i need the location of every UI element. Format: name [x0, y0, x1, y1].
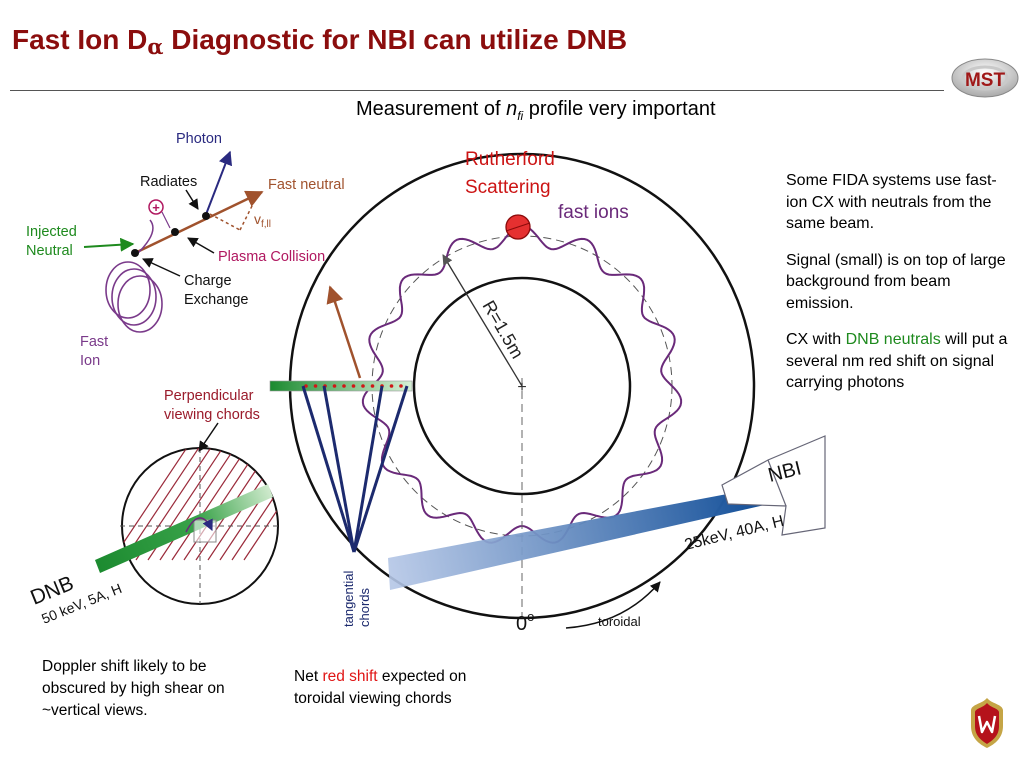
- subtitle-variable: n: [506, 98, 518, 120]
- photon-arrow: [204, 150, 233, 218]
- right-notes: Some FIDA systems use fast-ion CX with n…: [786, 170, 1016, 409]
- perp-chord-line: [243, 448, 278, 561]
- v-parallel-dashed: [209, 213, 241, 231]
- subtitle-prefix: Measurement of: [356, 98, 507, 120]
- perp-chord-line: [123, 448, 205, 561]
- redshift-note: Net red shift expected on toroidal viewi…: [294, 668, 467, 707]
- perp-view-point: [361, 384, 365, 388]
- inner-wall: [412, 276, 632, 496]
- zero-degree-label: 0o: [516, 609, 534, 635]
- perp-view-point: [313, 384, 318, 388]
- plasma-collision-pointer: [187, 237, 215, 254]
- perp-pointer: [198, 422, 219, 452]
- fast-neutral-label: Fast neutral: [268, 177, 345, 193]
- nbi-port: [721, 435, 826, 536]
- fida-note: Some FIDA systems use fast-ion CX with n…: [786, 172, 997, 232]
- logo-text: MST: [965, 70, 1006, 91]
- subtitle-subscript: fi: [517, 109, 524, 123]
- fast-ions-label: fast ions: [558, 202, 629, 223]
- radius-arrow: [442, 254, 523, 387]
- perp-view-point: [342, 384, 346, 388]
- toroidal-arrow: [565, 581, 661, 629]
- perp-view-point: [389, 384, 394, 388]
- perp-view-point: [351, 384, 356, 388]
- cx-note: CX with DNB neutrals will put a several …: [786, 331, 1008, 391]
- photon-label: Photon: [176, 131, 222, 147]
- title-suffix: Diagnostic for NBI can utilize DNB: [163, 24, 628, 55]
- dnb-beam: [95, 484, 273, 573]
- radius-label: R=1.5m: [479, 297, 528, 362]
- ion-icon: [148, 199, 164, 215]
- mst-logo: MST: [951, 58, 1019, 98]
- perp-view-point: [399, 384, 403, 388]
- tangential-chord-1: [301, 385, 356, 553]
- injected-neutral-arrow: [83, 237, 135, 252]
- doppler-note: Doppler shift likely to be obscured by h…: [42, 658, 225, 719]
- radiates-pointer: [185, 189, 199, 210]
- cx-inset: + Photon Radiates Fast neutral vf,ll Inj…: [26, 131, 345, 369]
- nbi-beam: [388, 485, 778, 590]
- dnb-neutrals-highlight: DNB neutrals: [845, 331, 941, 348]
- scattering-arrow: [326, 285, 362, 379]
- perp-view-point: [332, 384, 337, 388]
- uw-crest-icon: [971, 698, 1003, 748]
- neutral-path: [134, 190, 264, 255]
- tangential-chord-4: [352, 385, 409, 553]
- center-mark: +: [517, 379, 526, 396]
- tangential-chord-2: [322, 385, 356, 553]
- dnb-cross-section: DNB 50 keV, 5A, H: [27, 422, 280, 627]
- tangential-chord-3: [352, 385, 384, 553]
- v-parallel-label: vf,ll: [254, 211, 271, 230]
- perp-chord-line: [122, 448, 193, 561]
- radiates-label: Radiates: [140, 174, 197, 190]
- perpendicular-chord-bar: [269, 380, 413, 392]
- ion-path: [135, 219, 154, 256]
- plasma-collision-label: Plasma Collision: [218, 249, 325, 265]
- subtitle: Measurement of nfi profile very importan…: [356, 98, 716, 123]
- perp-view-point: [304, 384, 308, 388]
- tangential-chords-label: tangentialchords: [341, 571, 372, 627]
- perp-chord-line: [231, 448, 278, 561]
- toroidal-label: toroidal: [598, 614, 641, 629]
- title-prefix: Fast Ion D: [12, 24, 148, 55]
- ion-symbol: +: [152, 200, 160, 215]
- red-shift-highlight: red shift: [322, 668, 378, 685]
- subtitle-suffix: profile very important: [523, 98, 716, 120]
- title-divider: [10, 90, 944, 91]
- perp-view-point: [370, 384, 375, 388]
- perp-chord-line: [171, 448, 253, 561]
- signal-note: Signal (small) is on top of large backgr…: [786, 251, 1006, 312]
- charge-exchange-pointer: [142, 258, 181, 277]
- slide-title: Fast Ion Dα Diagnostic for NBI can utili…: [12, 24, 628, 59]
- alpha-symbol: α: [147, 34, 164, 59]
